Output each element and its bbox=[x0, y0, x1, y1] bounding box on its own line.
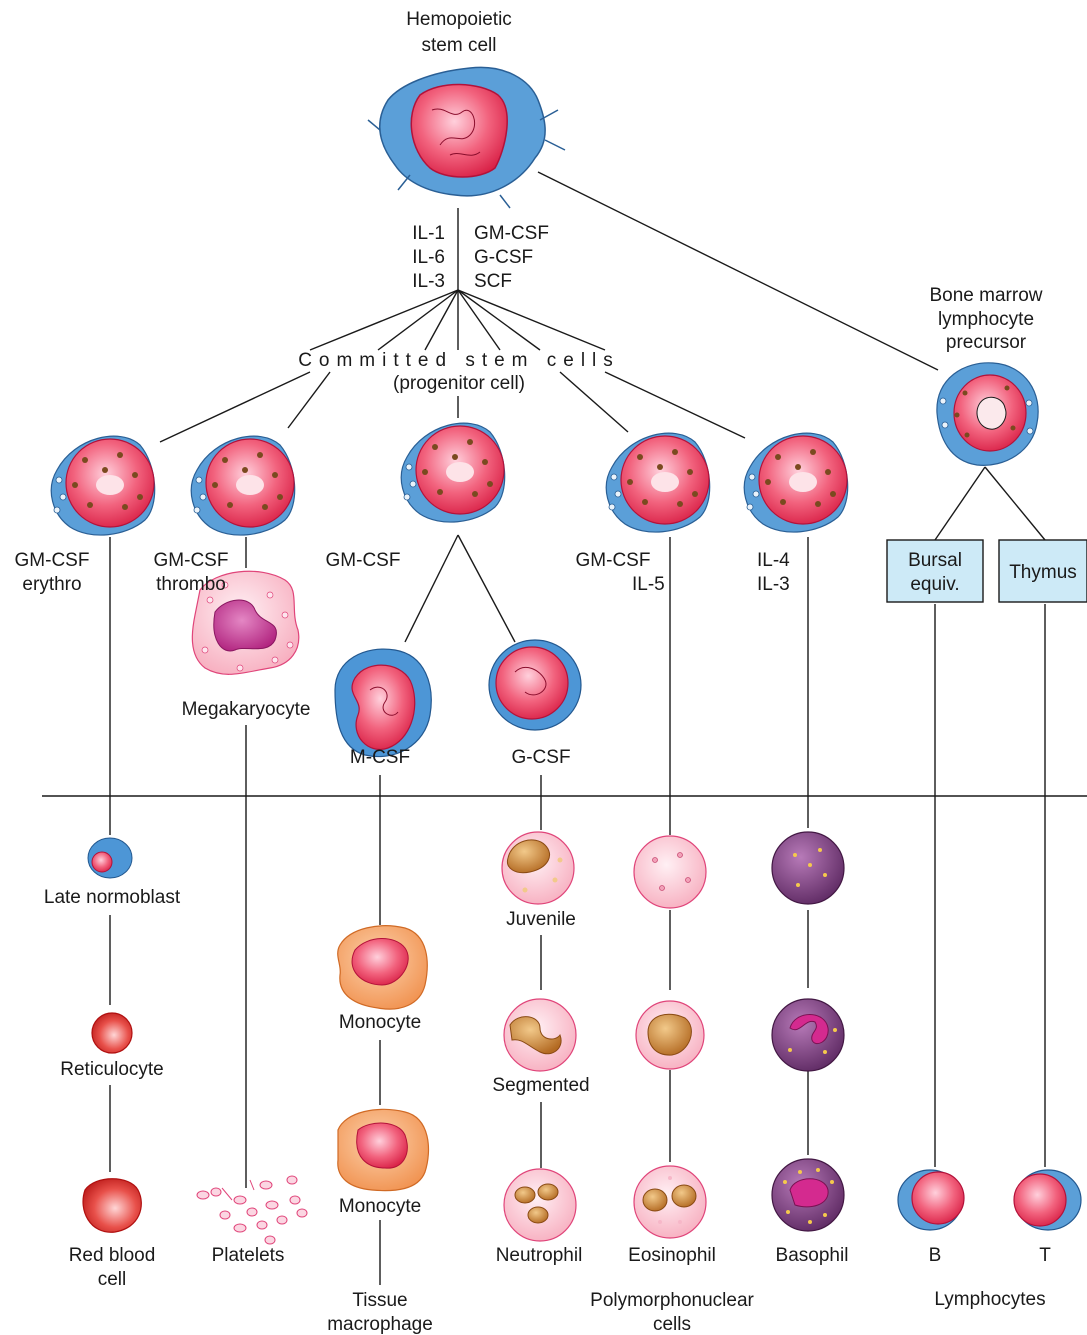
factor-erythro-line2: erythro bbox=[22, 574, 81, 595]
megakaryocyte-cell bbox=[191, 570, 300, 675]
factor-thrombo-line2: thrombo bbox=[156, 574, 226, 595]
megakaryocyte-label: Megakaryocyte bbox=[182, 699, 311, 720]
progenitor-cell-label: (progenitor cell) bbox=[393, 373, 525, 394]
hemopoietic-stem-cell bbox=[367, 66, 566, 209]
red-blood-cell-label-line1: Red blood bbox=[69, 1245, 156, 1266]
thymus-label: Thymus bbox=[1009, 562, 1077, 583]
progenitor-cell bbox=[400, 422, 506, 523]
reticulocyte-cell bbox=[91, 1012, 133, 1054]
factor-baso-line1: IL-4 bbox=[757, 550, 790, 571]
stem-cell-label-line2: stem cell bbox=[422, 35, 497, 56]
progenitor-cell bbox=[605, 432, 711, 533]
cytokine-scf: SCF bbox=[474, 271, 512, 292]
eosinophil-precursor-cell bbox=[633, 835, 707, 909]
factor-eos-line1: GM-CSF bbox=[576, 550, 651, 571]
segmented-cell bbox=[503, 998, 577, 1072]
factor-erythro-line1: GM-CSF bbox=[15, 550, 90, 571]
t-lymphocyte-label: T bbox=[1039, 1245, 1051, 1266]
neutrophil-cell bbox=[503, 1168, 577, 1242]
factor-baso-line2: IL-3 bbox=[757, 574, 790, 595]
thymus-box bbox=[998, 539, 1087, 603]
progenitor-cell bbox=[190, 435, 296, 536]
lymph-precursor-label-line2: lymphocyte bbox=[938, 309, 1034, 330]
platelets-label: Platelets bbox=[212, 1245, 285, 1266]
tissue-macrophage-label-line1: Tissue bbox=[352, 1290, 407, 1311]
platelets-cluster bbox=[196, 1175, 308, 1245]
monocyte-cell bbox=[337, 925, 428, 1010]
bursal-equiv-label-line1: Bursal bbox=[908, 550, 962, 571]
basophil-cell bbox=[771, 1158, 845, 1232]
red-blood-cell-cell bbox=[82, 1178, 142, 1233]
late-normoblast-label: Late normoblast bbox=[44, 887, 181, 908]
lymphocyte-precursor-cell bbox=[936, 362, 1039, 466]
bursal-equiv-label-line2: equiv. bbox=[910, 574, 959, 595]
progenitor-cell bbox=[743, 432, 849, 533]
cytokine-g-csf: G-CSF bbox=[474, 247, 533, 268]
factor-eos-line2: IL-5 bbox=[632, 574, 665, 595]
tissue-macrophage-label-line2: macrophage bbox=[327, 1314, 433, 1335]
late-normoblast-cell bbox=[87, 837, 133, 879]
polymorphonuclear-label-line2: cells bbox=[653, 1314, 691, 1335]
bursal-equiv-box bbox=[886, 539, 984, 603]
connector-lines bbox=[42, 171, 1087, 1285]
segmented-label: Segmented bbox=[492, 1075, 589, 1096]
basophil-myelocyte-cell bbox=[771, 998, 845, 1072]
juvenile-label: Juvenile bbox=[506, 909, 576, 930]
m-csf-label: M-CSF bbox=[350, 747, 410, 768]
stem-cell-label-line1: Hemopoietic bbox=[406, 9, 512, 30]
basophil-label: Basophil bbox=[776, 1245, 849, 1266]
progenitor-cell bbox=[50, 435, 156, 536]
b-lymphocyte-cell bbox=[897, 1169, 965, 1231]
factor-thrombo-line1: GM-CSF bbox=[154, 550, 229, 571]
tissue-macrophage-cell bbox=[337, 1108, 430, 1192]
cytokine-il3: IL-3 bbox=[412, 271, 445, 292]
red-blood-cell-label-line2: cell bbox=[98, 1269, 127, 1290]
lymphocytes-group-label: Lymphocytes bbox=[934, 1289, 1045, 1310]
cytokine-gm-csf: GM-CSF bbox=[474, 223, 549, 244]
monocyte-label: Monocyte bbox=[339, 1012, 421, 1033]
eosinophil-cell bbox=[633, 1165, 707, 1239]
neutrophil-label: Neutrophil bbox=[496, 1245, 583, 1266]
eosinophil-label: Eosinophil bbox=[628, 1245, 716, 1266]
committed-stem-cells-label: Committed stem cells bbox=[298, 350, 620, 371]
monocyte-precursor-cell bbox=[334, 648, 432, 758]
g-csf-label: G-CSF bbox=[511, 747, 570, 768]
b-lymphocyte-label: B bbox=[929, 1245, 942, 1266]
monocyte-label-2: Monocyte bbox=[339, 1196, 421, 1217]
cytokine-il1: IL-1 bbox=[412, 223, 445, 244]
juvenile-cell bbox=[501, 831, 575, 905]
polymorphonuclear-label-line1: Polymorphonuclear bbox=[590, 1290, 754, 1311]
factor-myelo: GM-CSF bbox=[326, 550, 401, 571]
t-lymphocyte-cell bbox=[1013, 1169, 1082, 1231]
granulocyte-precursor-cell bbox=[488, 639, 582, 731]
basophil-precursor-cell bbox=[771, 831, 845, 905]
lymph-precursor-label-line3: precursor bbox=[946, 332, 1027, 353]
eosinophil-myelocyte-cell bbox=[635, 1000, 705, 1070]
lymph-precursor-label-line1: Bone marrow bbox=[930, 285, 1043, 306]
reticulocyte-label: Reticulocyte bbox=[60, 1059, 164, 1080]
cytokine-il6: IL-6 bbox=[412, 247, 445, 268]
